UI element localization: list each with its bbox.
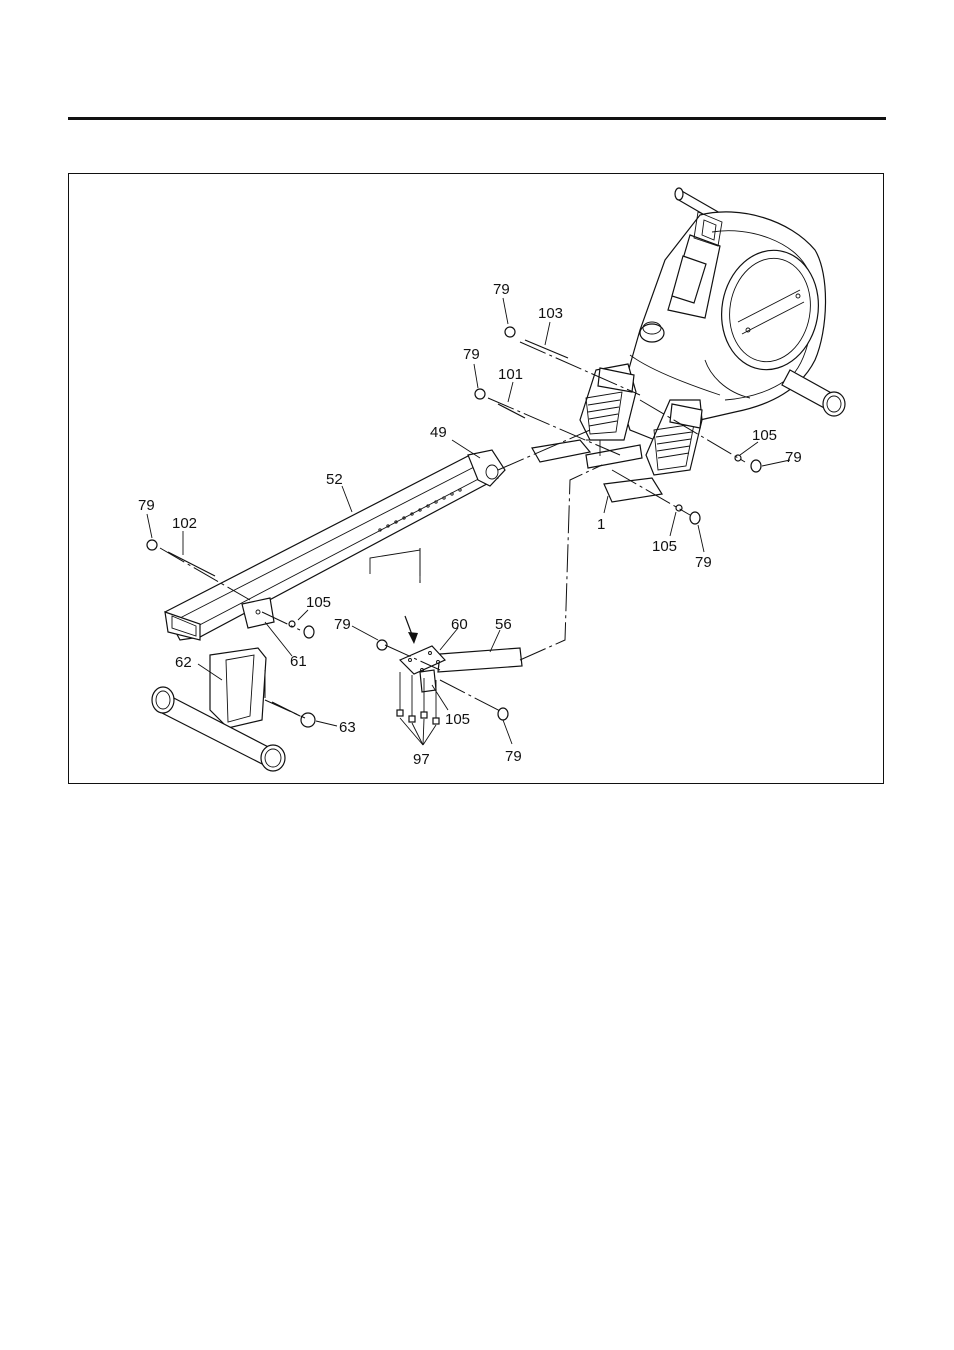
callout-101: 101 bbox=[498, 366, 523, 383]
rear-stabilizer bbox=[151, 597, 286, 772]
callout-79: 79 bbox=[493, 281, 510, 298]
callout-105: 105 bbox=[445, 711, 470, 728]
callout-105: 105 bbox=[306, 594, 331, 611]
callout-1: 1 bbox=[597, 516, 605, 533]
front-brackets bbox=[531, 439, 663, 503]
callout-103: 103 bbox=[538, 305, 563, 322]
leader-lines bbox=[146, 297, 791, 746]
insert-arrow bbox=[404, 615, 418, 644]
callout-49: 49 bbox=[430, 424, 447, 441]
callout-labels: 79 103 79 101 49 52 79 102 105 79 1 105 … bbox=[138, 281, 802, 768]
callout-62: 62 bbox=[175, 654, 192, 671]
flywheel-housing bbox=[619, 187, 846, 441]
callout-102: 102 bbox=[172, 515, 197, 532]
callout-79: 79 bbox=[463, 346, 480, 363]
callout-97: 97 bbox=[413, 751, 430, 768]
callout-56: 56 bbox=[495, 616, 512, 633]
callout-79: 79 bbox=[505, 748, 522, 765]
callout-105: 105 bbox=[752, 427, 777, 444]
figure-frame bbox=[68, 173, 884, 784]
header-rule bbox=[68, 117, 886, 120]
main-rail bbox=[164, 449, 506, 641]
callout-79: 79 bbox=[785, 449, 802, 466]
callout-79: 79 bbox=[695, 554, 712, 571]
callout-61: 61 bbox=[290, 653, 307, 670]
assembly-lines bbox=[159, 341, 746, 719]
callout-60: 60 bbox=[451, 616, 468, 633]
callout-63: 63 bbox=[339, 719, 356, 736]
callout-79: 79 bbox=[334, 616, 351, 633]
support-leg bbox=[396, 645, 523, 725]
footrests bbox=[579, 363, 703, 476]
callout-52: 52 bbox=[326, 471, 343, 488]
callout-105: 105 bbox=[652, 538, 677, 555]
callout-79: 79 bbox=[138, 497, 155, 514]
